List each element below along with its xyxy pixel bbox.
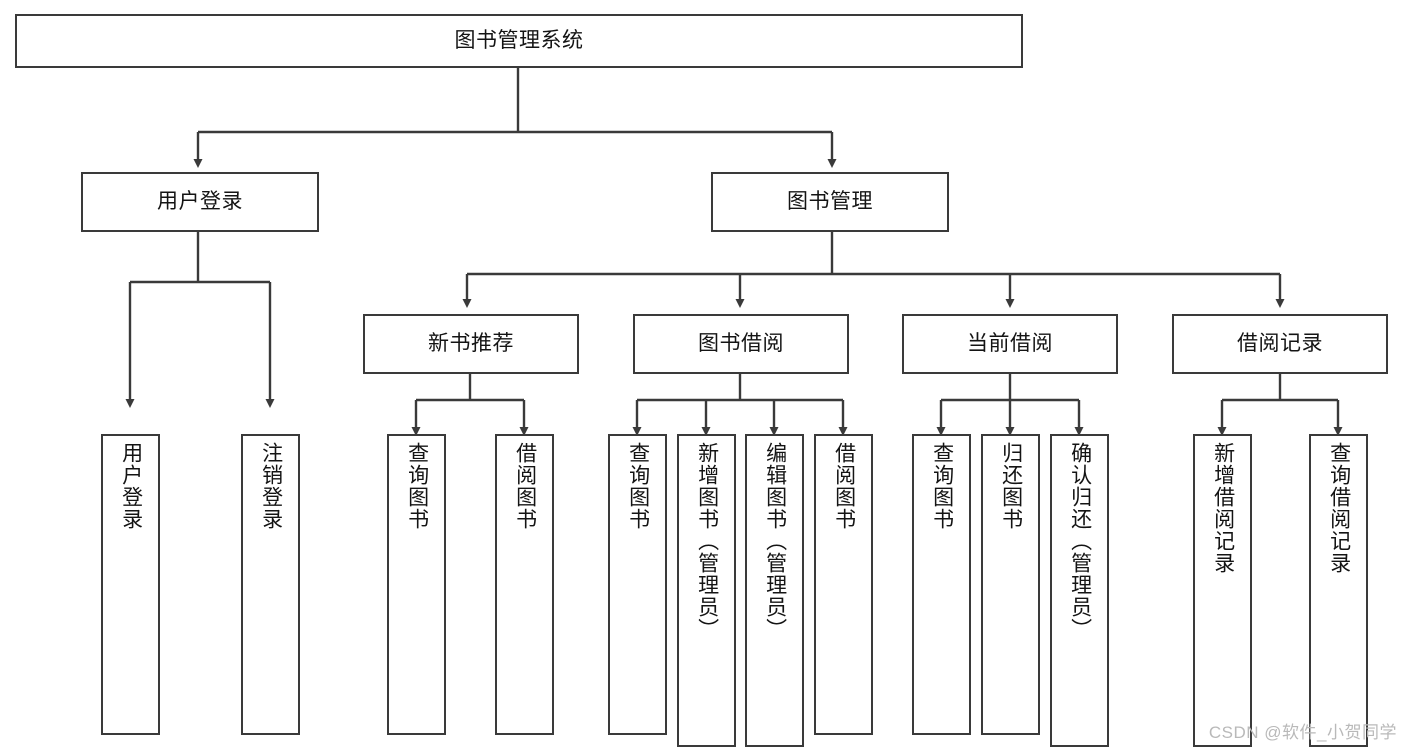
node-leaf-borrow-book-2[interactable]: 借阅图书 (814, 434, 873, 735)
node-leaf-user-login[interactable]: 用户登录 (101, 434, 160, 735)
node-leaf-edit-book-label: 编辑图书（管理员） (763, 442, 787, 640)
node-borrow-record-label: 借阅记录 (1237, 331, 1323, 355)
node-user-login-label: 用户登录 (157, 189, 243, 213)
node-leaf-borrow-book-1[interactable]: 借阅图书 (495, 434, 554, 735)
node-user-login[interactable]: 用户登录 (81, 172, 319, 232)
node-book-management-label: 图书管理 (787, 189, 873, 213)
node-leaf-logout-label: 注销登录 (259, 442, 283, 530)
node-leaf-query-book-2-label: 查询图书 (626, 442, 650, 530)
node-leaf-logout[interactable]: 注销登录 (241, 434, 300, 735)
node-leaf-query-book-3[interactable]: 查询图书 (912, 434, 971, 735)
node-leaf-add-record-label: 新增借阅记录 (1211, 442, 1235, 574)
csdn-watermark: CSDN @软件_小贺同学 (1208, 723, 1397, 742)
node-leaf-query-book-1[interactable]: 查询图书 (387, 434, 446, 735)
node-leaf-query-book-2[interactable]: 查询图书 (608, 434, 667, 735)
node-leaf-user-login-label: 用户登录 (119, 442, 143, 530)
node-leaf-return-book[interactable]: 归还图书 (981, 434, 1040, 735)
node-leaf-confirm-return-label: 确认归还（管理员） (1068, 442, 1092, 640)
node-leaf-borrow-book-2-label: 借阅图书 (832, 442, 856, 530)
node-leaf-query-book-1-label: 查询图书 (405, 442, 429, 530)
node-leaf-add-record[interactable]: 新增借阅记录 (1193, 434, 1252, 747)
node-leaf-confirm-return[interactable]: 确认归还（管理员） (1050, 434, 1109, 747)
node-borrow-record[interactable]: 借阅记录 (1172, 314, 1388, 374)
node-leaf-query-record[interactable]: 查询借阅记录 (1309, 434, 1368, 747)
node-leaf-borrow-book-1-label: 借阅图书 (513, 442, 537, 530)
node-leaf-query-book-3-label: 查询图书 (930, 442, 954, 530)
node-current-borrow-label: 当前借阅 (967, 331, 1053, 355)
node-leaf-edit-book[interactable]: 编辑图书（管理员） (745, 434, 804, 747)
node-new-book-recommend[interactable]: 新书推荐 (363, 314, 579, 374)
node-current-borrow[interactable]: 当前借阅 (902, 314, 1118, 374)
node-leaf-add-book[interactable]: 新增图书（管理员） (677, 434, 736, 747)
node-book-borrow[interactable]: 图书借阅 (633, 314, 849, 374)
node-root-label: 图书管理系统 (454, 28, 584, 52)
node-root[interactable]: 图书管理系统 (15, 14, 1023, 68)
node-new-book-recommend-label: 新书推荐 (428, 331, 514, 355)
node-book-management[interactable]: 图书管理 (711, 172, 949, 232)
node-leaf-return-book-label: 归还图书 (999, 442, 1023, 530)
node-book-borrow-label: 图书借阅 (698, 331, 784, 355)
node-leaf-add-book-label: 新增图书（管理员） (695, 442, 719, 640)
node-leaf-query-record-label: 查询借阅记录 (1327, 442, 1351, 574)
